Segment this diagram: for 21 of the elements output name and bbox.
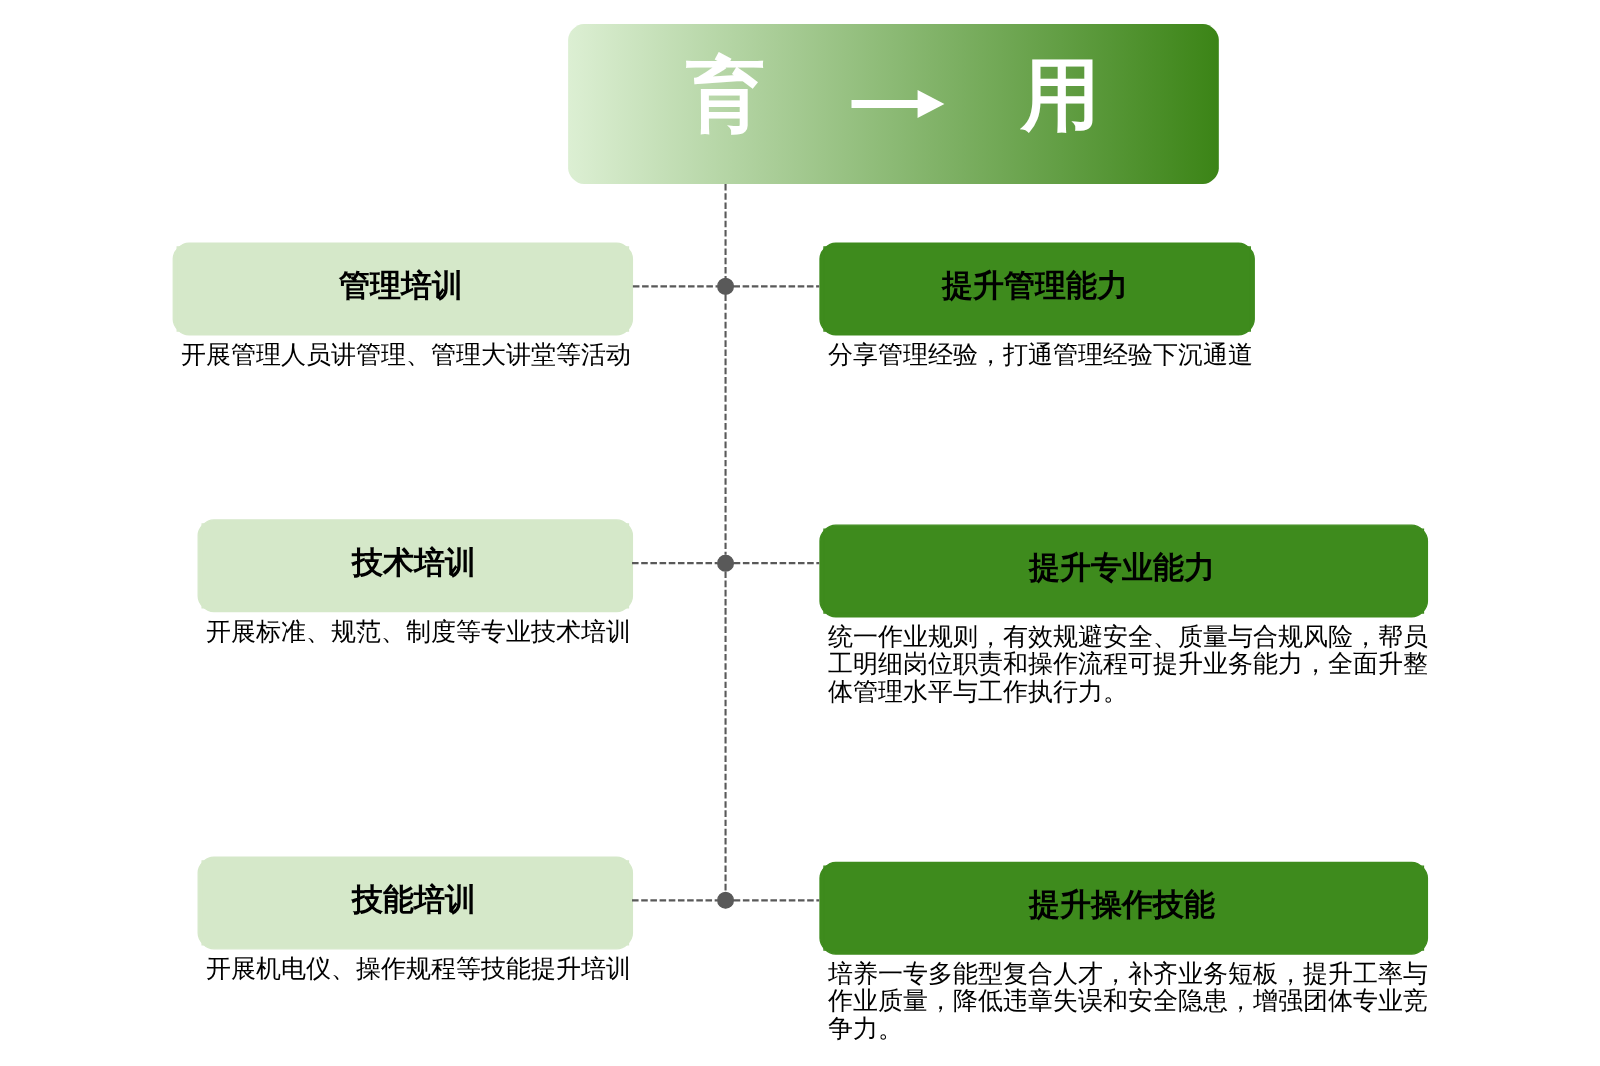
connector — [733, 285, 820, 288]
connector — [733, 899, 820, 902]
cluster — [568, 24, 1219, 185]
connector — [632, 562, 718, 565]
node-label: 统一作业规则，有效规避安全、质量与合规风险，帮员工明细岗位职责和操作流程可提升业务能力，全面升整体管理水平与工作执行力。 — [827, 621, 1428, 706]
node-label: 分享管理经验，打通管理经验下沉通道 — [827, 339, 1253, 369]
node-circle — [717, 277, 735, 295]
node-label: 培养一专多能型复合人才，补齐业务短板，提升工率与作业质量，降低违章失误和安全隐患，增强团体专业竞争力。 — [827, 958, 1428, 1044]
node-text: 育 — [685, 49, 765, 142]
connector — [632, 899, 718, 902]
connector — [724, 571, 727, 893]
node-label: 开展标准、规范、制度等专业技术培训 — [206, 616, 632, 646]
connector — [724, 184, 727, 278]
node-text: 用 — [1021, 49, 1101, 142]
node-label: 开展管理人员讲管理、管理大讲堂等活动 — [181, 339, 632, 369]
node-label: 开展机电仪、操作规程等技能提升培训 — [206, 953, 632, 983]
connector — [724, 294, 727, 555]
connector — [733, 562, 820, 565]
connector — [632, 285, 718, 288]
node-circle — [717, 891, 735, 909]
node-circle — [717, 554, 735, 572]
